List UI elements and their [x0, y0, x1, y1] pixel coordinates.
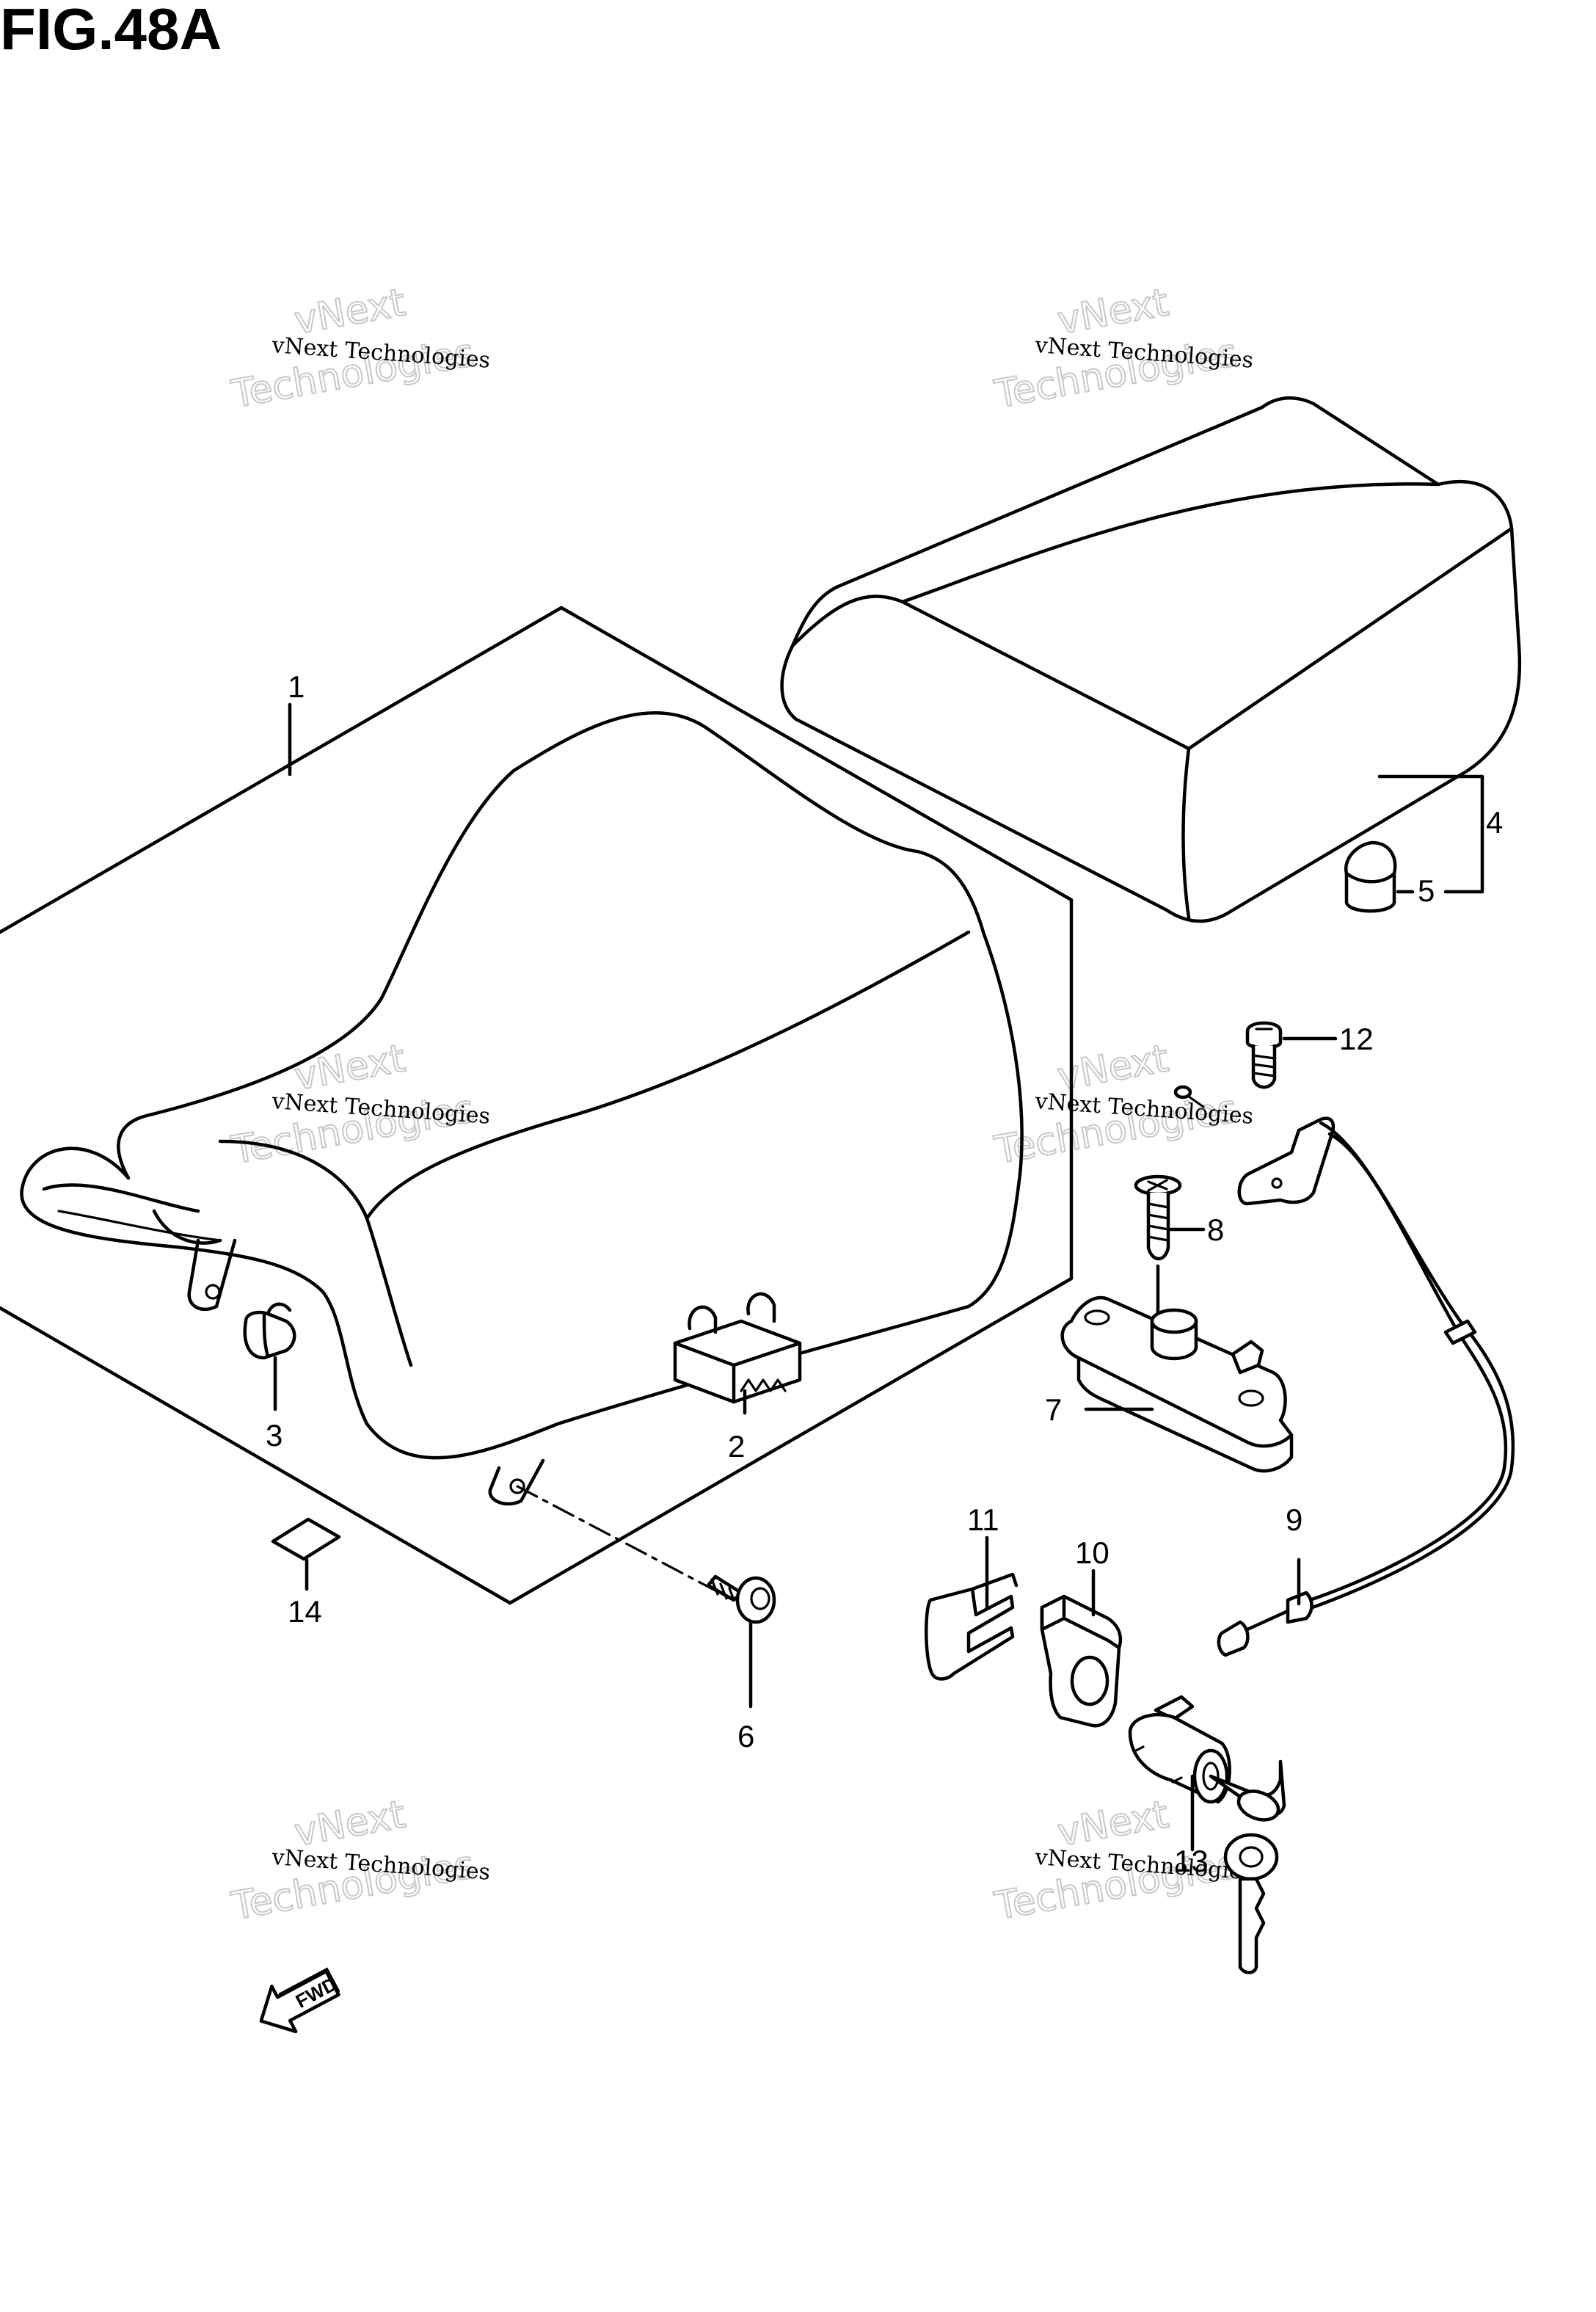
figure-title: FIG.48A — [0, 0, 222, 62]
callout-14: 14 — [288, 1594, 322, 1629]
small-screw — [1173, 1085, 1205, 1108]
key-cylinder-13 — [1128, 1695, 1231, 1804]
seat-assembly-outline — [0, 606, 1074, 1605]
cable-9 — [1217, 1121, 1515, 1657]
watermark-bg-vnext: vNext — [1054, 1792, 1172, 1855]
callout-13: 13 — [1174, 1844, 1209, 1878]
watermark-bottom-left: vNext Technologies vNext Technologies — [227, 1792, 491, 1930]
grommet-3 — [243, 1302, 296, 1360]
callout-2: 2 — [728, 1429, 745, 1464]
fwd-arrow-icon: FWD — [259, 1967, 340, 2034]
bumper-5 — [1344, 840, 1397, 913]
callout-10: 10 — [1075, 1535, 1109, 1570]
watermark-bg-vnext: vNext — [291, 1036, 409, 1099]
watermark-bg-vnext: vNext — [291, 1792, 409, 1855]
lock-bracket-10 — [1040, 1594, 1123, 1728]
key-upper — [1209, 1759, 1286, 1822]
callout-7: 7 — [1045, 1392, 1062, 1427]
watermark-mid-left: vNext Technologies vNext Technologies — [227, 1036, 491, 1174]
key-lower — [1223, 1833, 1279, 1974]
callout-1: 1 — [288, 669, 305, 704]
leader-4 — [1377, 774, 1484, 894]
bolt-6-centerline — [516, 1485, 728, 1598]
watermark-bg-vnext: vNext — [291, 280, 409, 343]
watermark-bg-vnext: vNext — [1054, 280, 1172, 343]
front-seat — [20, 710, 1024, 1506]
screw-12 — [1245, 1021, 1283, 1089]
callout-8: 8 — [1207, 1213, 1224, 1247]
watermark-top-right: vNext Technologies vNext Technologies — [991, 280, 1254, 418]
callout-4: 4 — [1486, 805, 1503, 840]
cushion-block-2 — [673, 1292, 802, 1404]
clip-11 — [924, 1572, 1019, 1681]
callout-5: 5 — [1418, 873, 1435, 908]
screw-8 — [1134, 1174, 1182, 1261]
callout-3: 3 — [266, 1418, 283, 1453]
callout-6: 6 — [737, 1719, 754, 1753]
rear-seat — [780, 396, 1522, 923]
watermark-mid-right: vNext Technologies vNext Technologies — [991, 1036, 1254, 1174]
callout-9: 9 — [1286, 1502, 1302, 1537]
callout-11: 11 — [967, 1502, 999, 1537]
lock-base-7 — [1060, 1296, 1294, 1473]
watermark-bottom-right: vNext Technologies vNext Technologies — [991, 1792, 1254, 1930]
watermark-top-left: vNext Technologies vNext Technologies — [227, 280, 491, 418]
bolt-6 — [706, 1574, 776, 1624]
cable-bracket — [1237, 1116, 1336, 1206]
label-sticker-14 — [271, 1517, 341, 1561]
callout-12: 12 — [1339, 1022, 1374, 1056]
